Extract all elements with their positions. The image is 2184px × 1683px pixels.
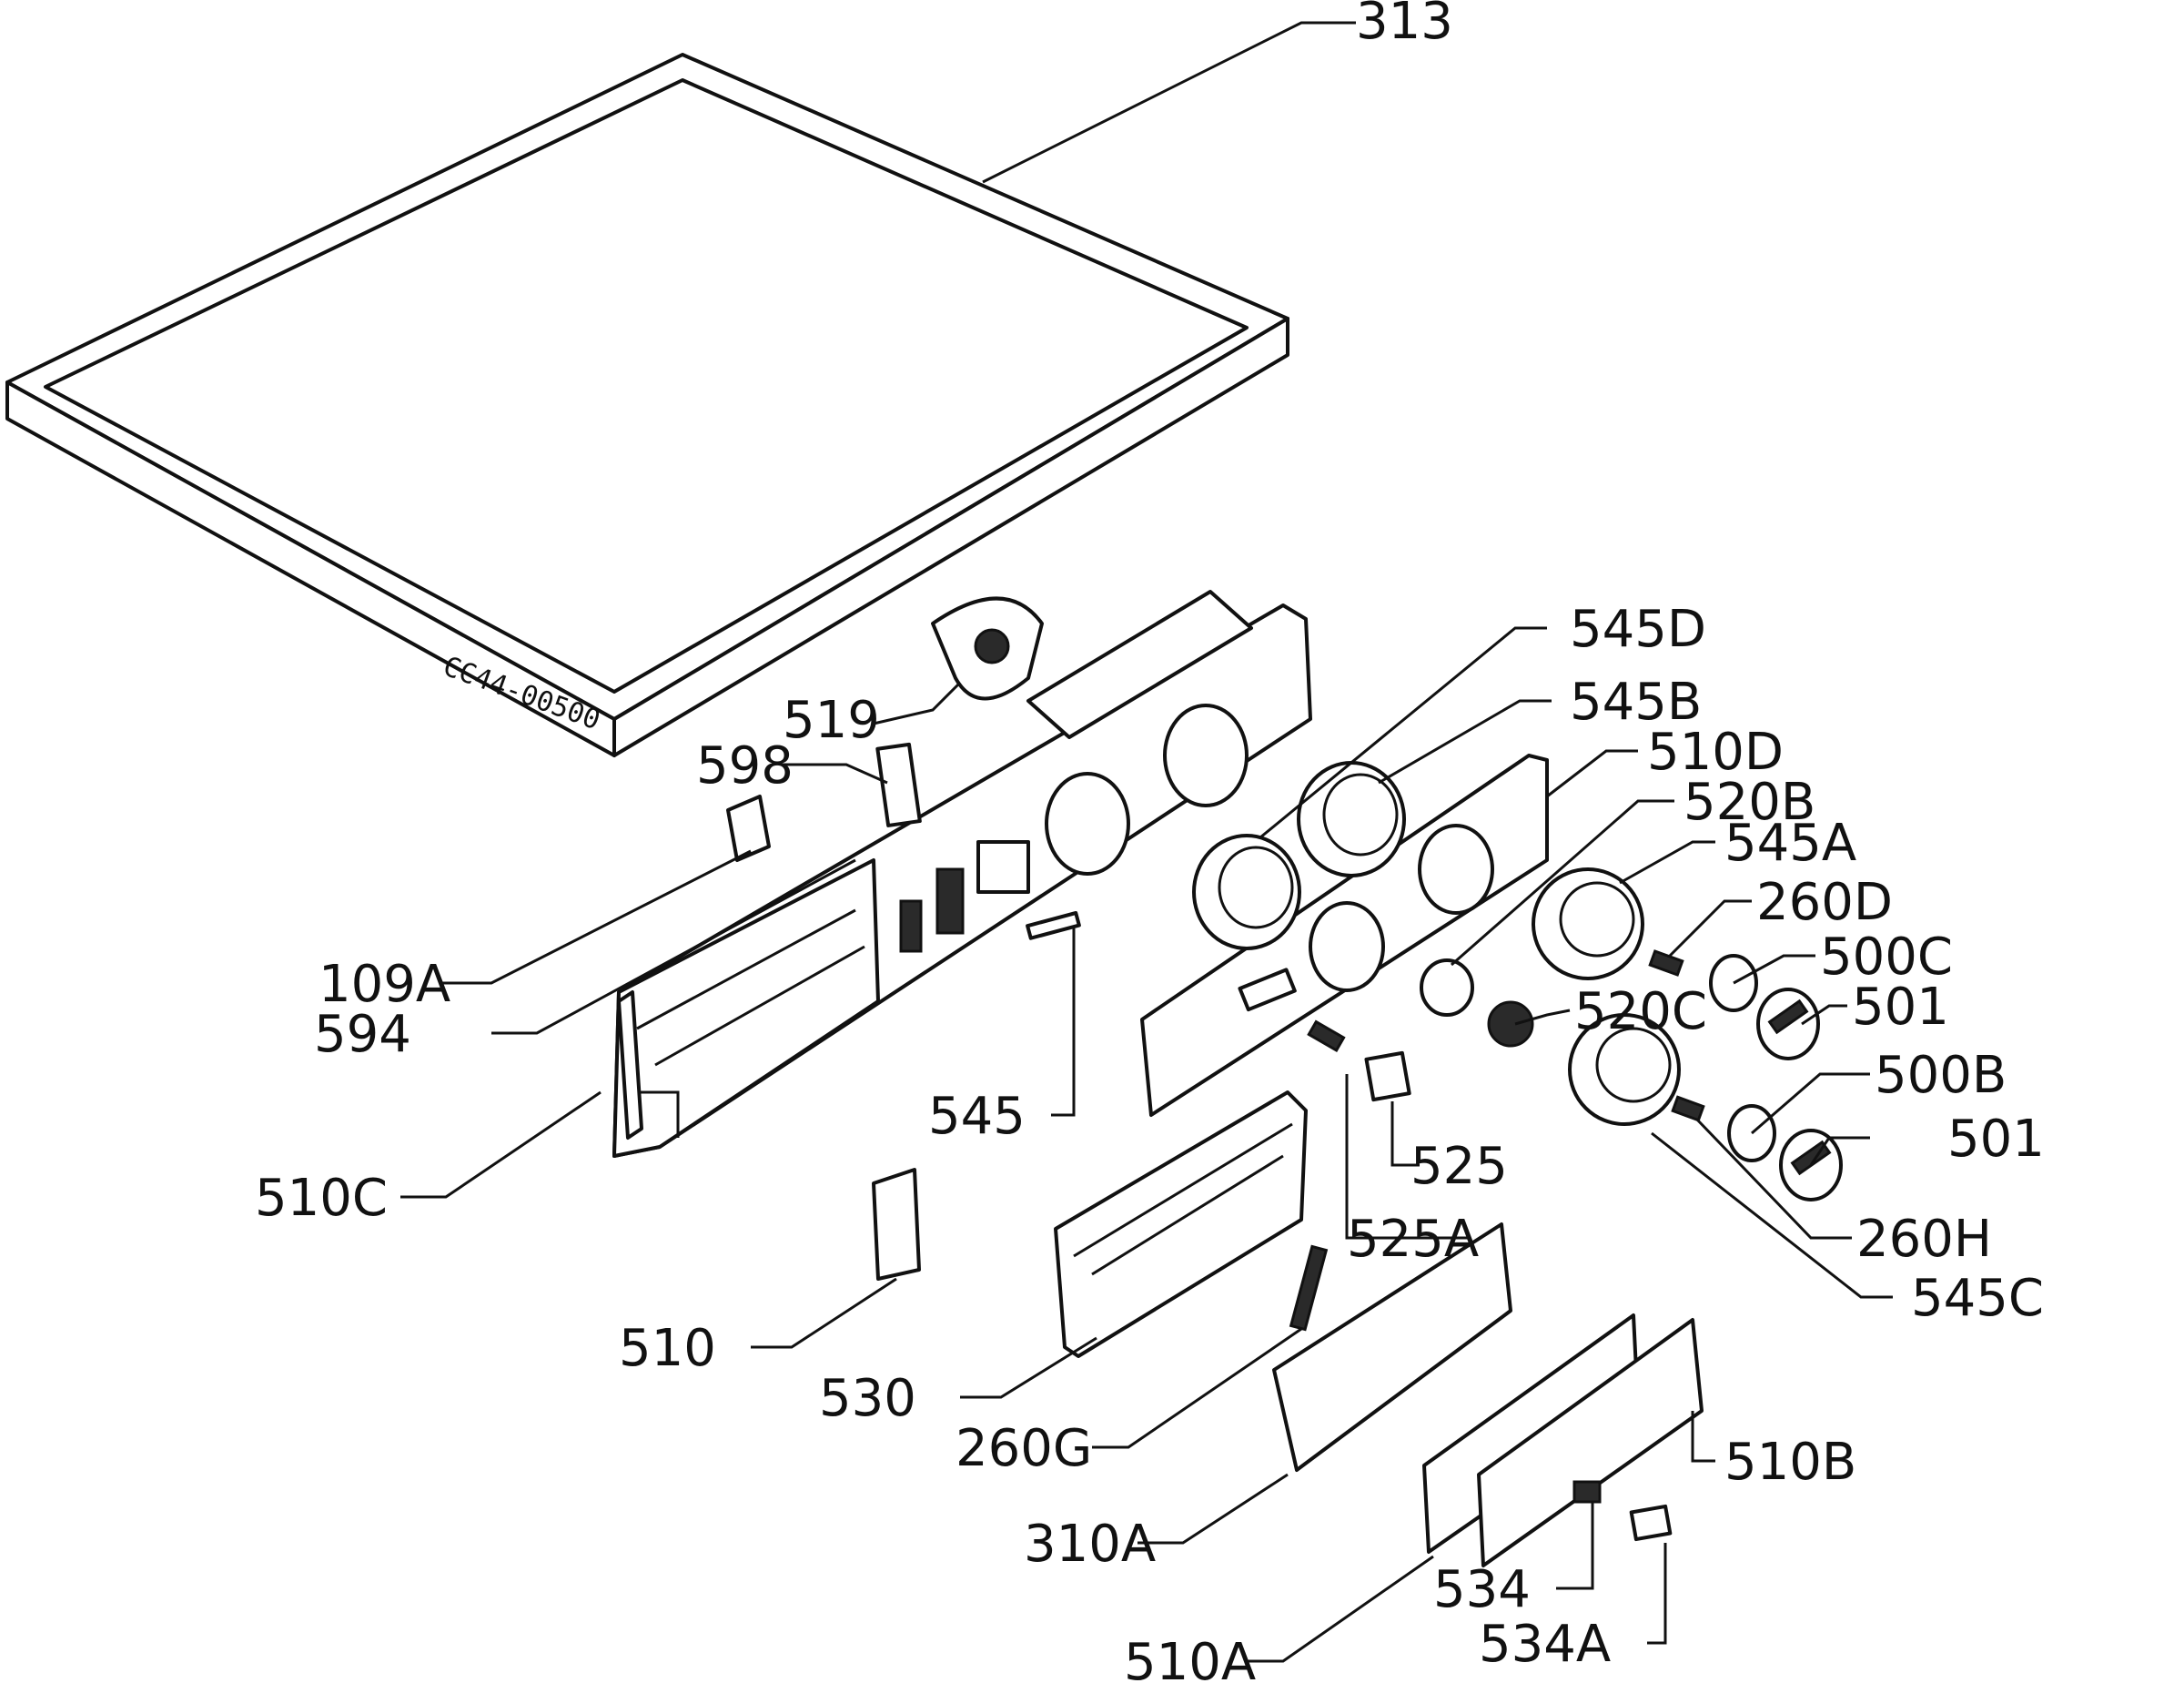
- panel-510b-part: [1477, 1318, 1704, 1567]
- spring-260g-part: [1289, 1244, 1329, 1332]
- label-260g: 260G: [956, 1419, 1092, 1478]
- label-545a: 545A: [1724, 814, 1856, 873]
- bezel-545b-part: [1297, 761, 1406, 877]
- handle-530-part: [1054, 1090, 1308, 1358]
- bezel-545d-part: [1192, 834, 1301, 950]
- label-534: 534: [1433, 1560, 1531, 1619]
- clip-109a-part: [726, 795, 771, 862]
- button-525-part: [1364, 1050, 1411, 1102]
- label-500b: 500B: [1875, 1046, 2007, 1105]
- button-534-part: [1572, 1480, 1602, 1504]
- cover-510-part: [872, 1168, 921, 1281]
- spring-260d-part: [1648, 949, 1684, 977]
- label-501-upper: 501: [1852, 978, 1949, 1037]
- panel-plate-part: [1140, 754, 1549, 1117]
- label-545: 545: [928, 1087, 1026, 1146]
- knob-body-545a-part: [1532, 867, 1644, 980]
- label-313: 313: [1356, 0, 1453, 51]
- label-520c: 520C: [1574, 982, 1707, 1041]
- label-510d: 510D: [1647, 723, 1784, 782]
- knob-cap-501a-part: [1756, 988, 1820, 1060]
- glass-lid-part: [5, 53, 1289, 757]
- pin-545-part: [1026, 910, 1081, 940]
- label-519: 519: [783, 691, 880, 750]
- label-545c: 545C: [1911, 1269, 2044, 1328]
- label-109a: 109A: [318, 955, 450, 1014]
- label-260d: 260D: [1756, 873, 1893, 932]
- label-530: 530: [819, 1369, 916, 1428]
- label-260h: 260H: [1856, 1210, 1992, 1269]
- label-510b: 510B: [1724, 1433, 1856, 1492]
- flap-310a-part: [1272, 1222, 1512, 1472]
- button-534a-part: [1629, 1504, 1673, 1542]
- label-520b: 520B: [1684, 773, 1815, 832]
- label-525a: 525A: [1347, 1210, 1479, 1269]
- label-510: 510: [619, 1319, 716, 1378]
- clip-598-part: [875, 742, 922, 827]
- label-594: 594: [314, 1005, 411, 1064]
- label-510a: 510A: [1124, 1633, 1256, 1683]
- adapter-520b-part: [1420, 958, 1474, 1017]
- label-310a: 310A: [1024, 1515, 1156, 1574]
- label-545b: 545B: [1570, 673, 1702, 732]
- label-500c: 500C: [1820, 928, 1953, 987]
- label-501-lower: 501: [1947, 1110, 2045, 1169]
- leader-lines: [400, 21, 1893, 1663]
- spring-525a-part: [1307, 1019, 1346, 1052]
- adapter-520c-part: [1487, 1000, 1534, 1048]
- label-545d: 545D: [1570, 600, 1706, 659]
- label-534a: 534A: [1479, 1615, 1611, 1674]
- label-525: 525: [1410, 1137, 1508, 1196]
- control-panel-housing-part: [612, 590, 1312, 1158]
- spring-260h-part: [1671, 1095, 1705, 1122]
- timer-cam-part: [931, 596, 1044, 701]
- knob-body-545c-part: [1568, 1013, 1681, 1126]
- label-598: 598: [696, 736, 794, 796]
- label-510c: 510C: [255, 1169, 388, 1228]
- part-labels: 313 519 598 109A 594 510C 545 510 530 26…: [255, 0, 2045, 1683]
